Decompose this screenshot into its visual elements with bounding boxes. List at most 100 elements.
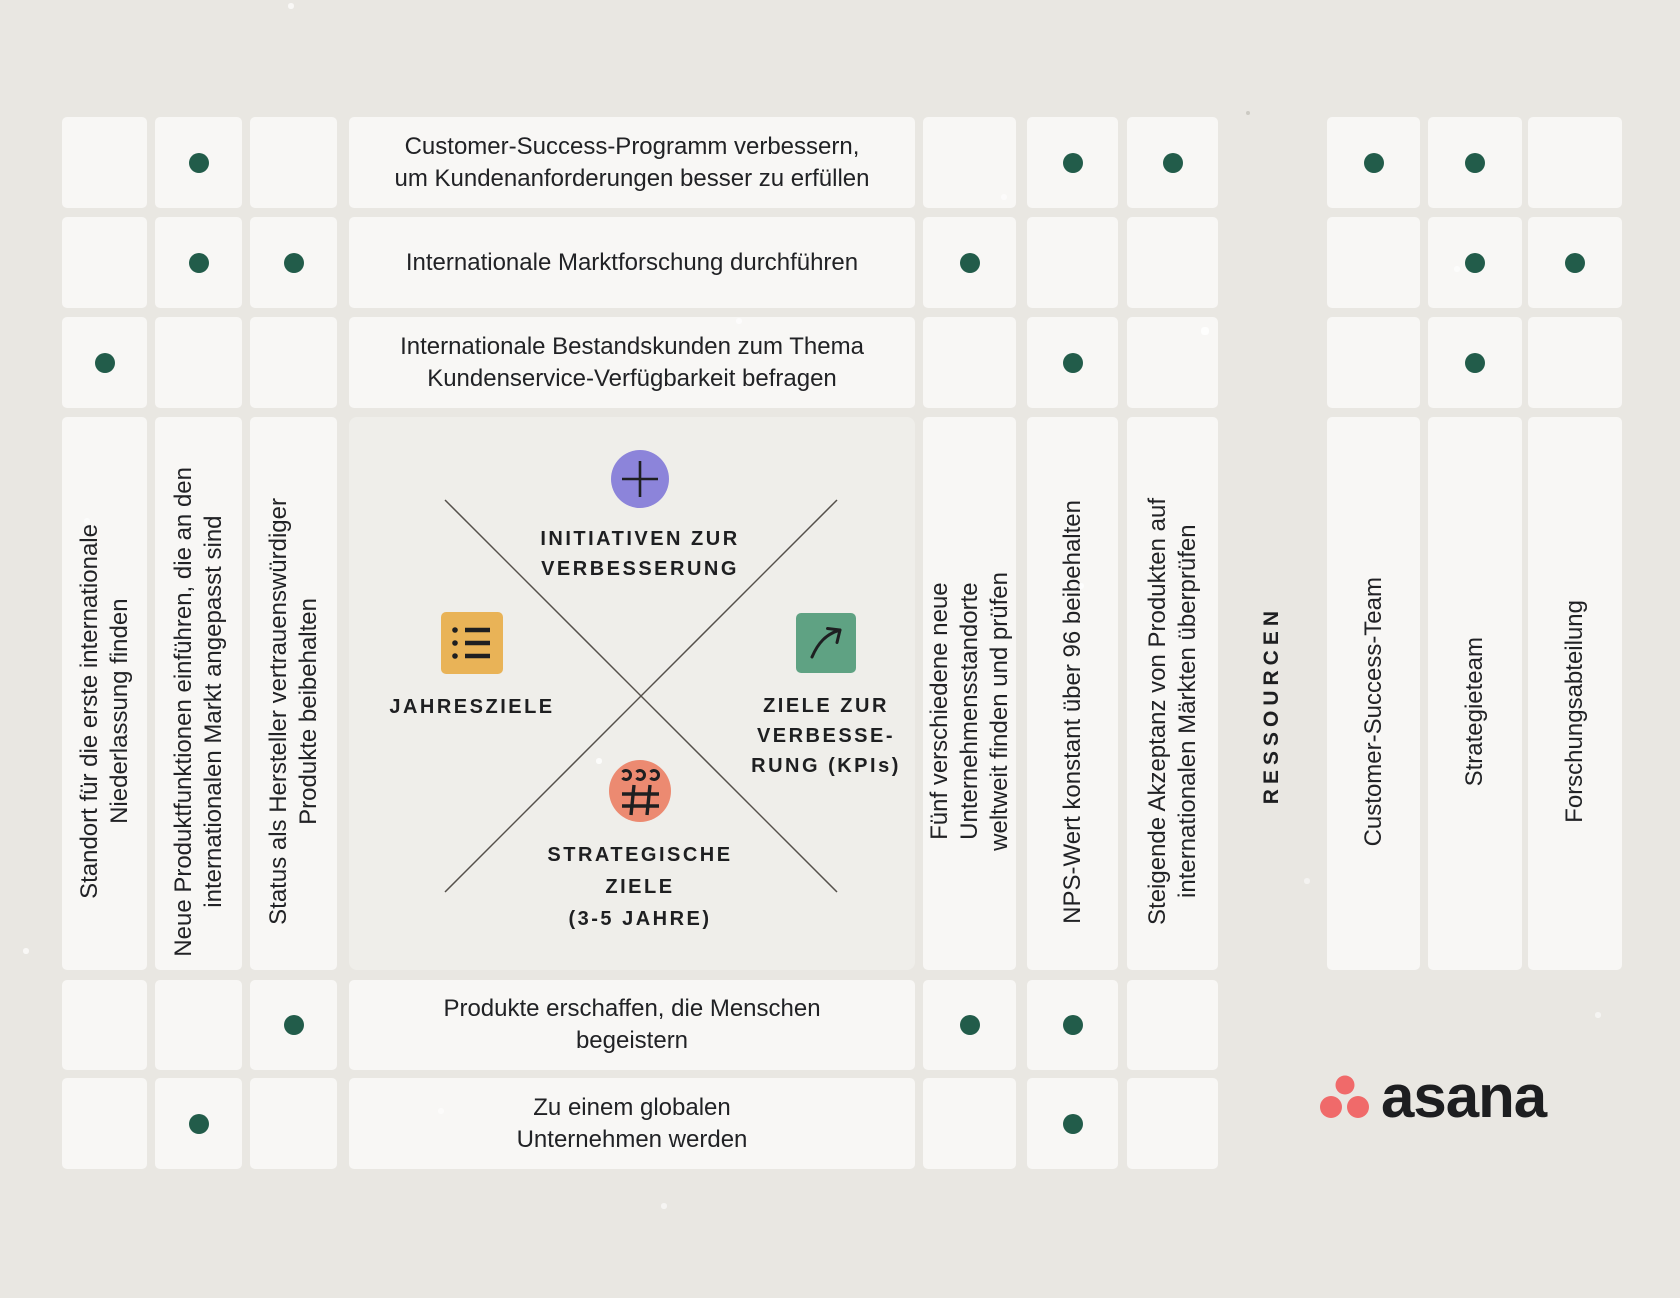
correlation-dot — [94, 352, 115, 373]
cell-T2-L3 — [250, 217, 337, 308]
cell-T2-R1 — [923, 217, 1016, 308]
cell-T3-R1 — [923, 317, 1016, 408]
cell-T3-L3 — [250, 317, 337, 408]
initiative-row-3-label: Internationale Bestandskunden zum Thema … — [400, 332, 864, 392]
cell-T2-L1 — [62, 217, 147, 308]
cell-T1-RES1 — [1327, 117, 1420, 208]
cell-T3-R2 — [1027, 317, 1118, 408]
cell-T1-R2 — [1027, 117, 1118, 208]
x-cross-lines — [444, 499, 838, 893]
asana-wordmark: asana — [1381, 1063, 1547, 1130]
cell-B2-R3 — [1127, 1078, 1218, 1169]
cell-B2-R1 — [923, 1078, 1016, 1169]
quadrant-improvement-kpis: ZIELE ZUR VERBESSE- RUNG (KPIs) — [726, 613, 926, 781]
cell-B1-L2 — [155, 980, 242, 1070]
strategic-goal-row-1: Produkte erschaffen, die Menschen begeis… — [349, 980, 915, 1070]
initiative-row-1: Customer-Success-Programm verbessern, um… — [349, 117, 915, 208]
cell-T2-L2 — [155, 217, 242, 308]
annual-goal-col-1-label: Standort für die erste internationale Ni… — [75, 524, 133, 899]
goals-grid-icon — [609, 760, 671, 822]
trend-arrow-icon — [796, 613, 856, 673]
x-matrix-center: INITIATIVEN ZUR VERBESSERUNG JAHRESZIELE — [349, 417, 915, 970]
kpi-col-2: NPS-Wert konstant über 96 beibehalten — [1027, 417, 1118, 970]
correlation-dot — [188, 1113, 209, 1134]
correlation-dot — [1062, 1113, 1083, 1134]
correlation-dot — [1062, 352, 1083, 373]
strategic-goal-row-2-label: Zu einem globalen Unternehmen werden — [516, 1093, 748, 1153]
cell-B1-R1 — [923, 980, 1016, 1070]
asana-logo-icon — [1320, 1075, 1369, 1118]
correlation-dot — [283, 252, 304, 273]
correlation-dot — [1162, 152, 1183, 173]
cell-T3-RES3 — [1528, 317, 1622, 408]
correlation-dot — [283, 1015, 304, 1035]
resource-col-1-label: Customer-Success-Team — [1359, 576, 1387, 847]
cell-T1-R3 — [1127, 117, 1218, 208]
cell-T2-RES1 — [1327, 217, 1420, 308]
cell-T1-RES2 — [1428, 117, 1522, 208]
correlation-dot — [1062, 1015, 1083, 1035]
plus-icon — [611, 450, 669, 508]
correlation-dot — [188, 152, 209, 173]
resource-col-2-label: Strategieteam — [1461, 636, 1488, 787]
initiative-row-3: Internationale Bestandskunden zum Thema … — [349, 317, 915, 408]
cell-T1-L2 — [155, 117, 242, 208]
cell-T3-L1 — [62, 317, 147, 408]
asana-logo: asana — [1318, 1062, 1547, 1131]
cell-T1-R1 — [923, 117, 1016, 208]
cell-T2-R2 — [1027, 217, 1118, 308]
resource-col-3-label: Forschungsabteilung — [1561, 600, 1588, 823]
kpi-col-1-label: Fünf verschiedene neue Unternehmensstand… — [925, 572, 1013, 851]
cell-B1-R3 — [1127, 980, 1218, 1070]
cell-T2-RES3 — [1528, 217, 1622, 308]
resource-col-2: Strategieteam — [1428, 417, 1522, 970]
cell-T3-L2 — [155, 317, 242, 408]
strategic-goal-row-2: Zu einem globalen Unternehmen werden — [349, 1078, 915, 1169]
cell-T1-RES3 — [1528, 117, 1622, 208]
cell-B1-R2 — [1027, 980, 1118, 1070]
kpi-col-1: Fünf verschiedene neue Unternehmensstand… — [923, 417, 1016, 970]
cell-B2-L1 — [62, 1078, 147, 1169]
correlation-dot — [1465, 352, 1485, 373]
annual-goal-col-2-label: Neue Produktfunktionen einführen, die an… — [169, 466, 227, 957]
strategic-goal-row-1-label: Produkte erschaffen, die Menschen begeis… — [443, 995, 821, 1054]
cell-B2-L2 — [155, 1078, 242, 1169]
cell-T3-RES1 — [1327, 317, 1420, 408]
correlation-dot — [1465, 152, 1485, 173]
correlation-dot — [1465, 252, 1485, 273]
initiative-row-2-label: Internationale Marktforschung durchführe… — [405, 248, 859, 276]
cell-T2-R3 — [1127, 217, 1218, 308]
annual-goal-col-1: Standort für die erste internationale Ni… — [62, 417, 147, 970]
cell-T1-L1 — [62, 117, 147, 208]
cell-B2-L3 — [250, 1078, 337, 1169]
correlation-dot — [188, 252, 209, 273]
quadrant-top-label: INITIATIVEN ZUR VERBESSERUNG — [540, 528, 740, 580]
kpi-col-3: Steigende Akzeptanz von Produkten auf in… — [1127, 417, 1218, 970]
kpi-col-3-label: Steigende Akzeptanz von Produkten auf in… — [1143, 498, 1201, 925]
initiative-row-2: Internationale Marktforschung durchführe… — [349, 217, 915, 308]
resources-heading: RESSOURCEN — [1232, 417, 1312, 970]
quadrant-left-label: JAHRESZIELE — [389, 696, 555, 718]
cell-B1-L1 — [62, 980, 147, 1070]
quadrant-right-label: ZIELE ZUR VERBESSE- RUNG (KPIs) — [751, 695, 901, 777]
list-icon — [441, 612, 503, 674]
quadrant-annual-goals: JAHRESZIELE — [372, 612, 572, 722]
correlation-dot — [1565, 252, 1585, 273]
quadrant-bottom-label: STRATEGISCHE ZIELE (3-5 JAHRE) — [547, 844, 733, 930]
kpi-col-2-label: NPS-Wert konstant über 96 beibehalten — [1058, 499, 1086, 924]
annual-goal-col-2: Neue Produktfunktionen einführen, die an… — [155, 417, 242, 970]
quadrant-strategic-goals: STRATEGISCHE ZIELE (3-5 JAHRE) — [490, 760, 790, 935]
annual-goal-col-3-label: Status als Hersteller vertrauenswürdiger… — [264, 498, 322, 925]
correlation-dot — [1062, 152, 1083, 173]
cell-B1-L3 — [250, 980, 337, 1070]
resource-col-3: Forschungsabteilung — [1528, 417, 1622, 970]
cell-B2-R2 — [1027, 1078, 1118, 1169]
cell-T3-RES2 — [1428, 317, 1522, 408]
initiative-row-1-label: Customer-Success-Programm verbessern, um… — [394, 132, 870, 192]
annual-goal-col-3: Status als Hersteller vertrauenswürdiger… — [250, 417, 337, 970]
resource-col-1: Customer-Success-Team — [1327, 417, 1420, 970]
quadrant-improvement-initiatives: INITIATIVEN ZUR VERBESSERUNG — [490, 450, 790, 584]
cell-T3-R3 — [1127, 317, 1218, 408]
correlation-dot — [1363, 152, 1384, 173]
